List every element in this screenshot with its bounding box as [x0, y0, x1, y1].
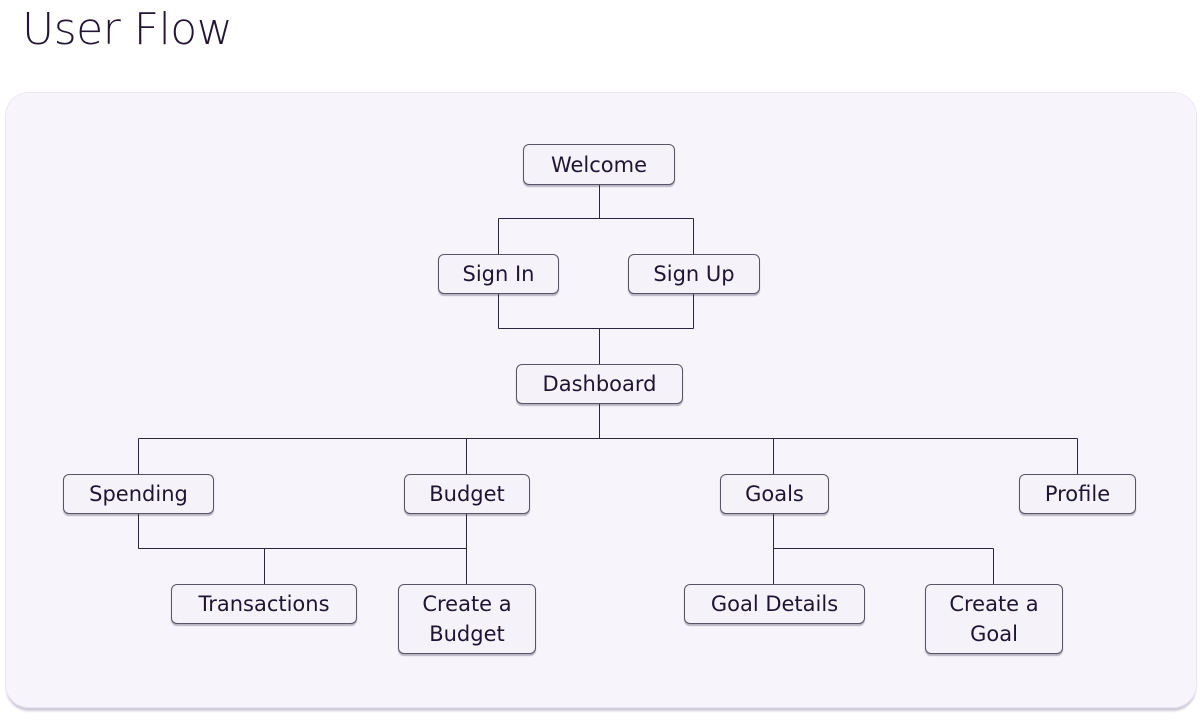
node-budget[interactable]: Budget	[404, 474, 530, 514]
node-label: Goals	[745, 482, 804, 506]
node-label: Transactions	[198, 592, 330, 616]
node-label: Spending	[89, 482, 188, 506]
node-label: Welcome	[550, 152, 648, 177]
node-label: Create a Goal	[949, 592, 1039, 646]
node-create-goal[interactable]: Create a Goal	[925, 584, 1063, 654]
node-welcome[interactable]: Welcome	[523, 144, 675, 185]
node-label: Dashboard	[542, 372, 657, 396]
node-label: Sign In	[462, 262, 535, 286]
node-profile[interactable]: Profile	[1019, 474, 1136, 514]
node-label: Goal Details	[710, 592, 839, 616]
node-label: Budget	[429, 482, 505, 506]
node-sign-up[interactable]: Sign Up	[628, 254, 760, 294]
node-goal-details[interactable]: Goal Details	[684, 584, 865, 624]
node-label: Profile	[1044, 482, 1111, 506]
node-transactions[interactable]: Transactions	[171, 584, 357, 624]
node-label: Sign Up	[653, 262, 735, 286]
node-sign-in[interactable]: Sign In	[438, 254, 559, 294]
node-dashboard[interactable]: Dashboard	[516, 364, 683, 404]
node-create-budget[interactable]: Create a Budget	[398, 584, 536, 654]
node-spending[interactable]: Spending	[63, 474, 214, 514]
node-goals[interactable]: Goals	[720, 474, 829, 514]
page-title: User Flow	[22, 4, 233, 55]
node-label: Create a Budget	[422, 592, 512, 646]
